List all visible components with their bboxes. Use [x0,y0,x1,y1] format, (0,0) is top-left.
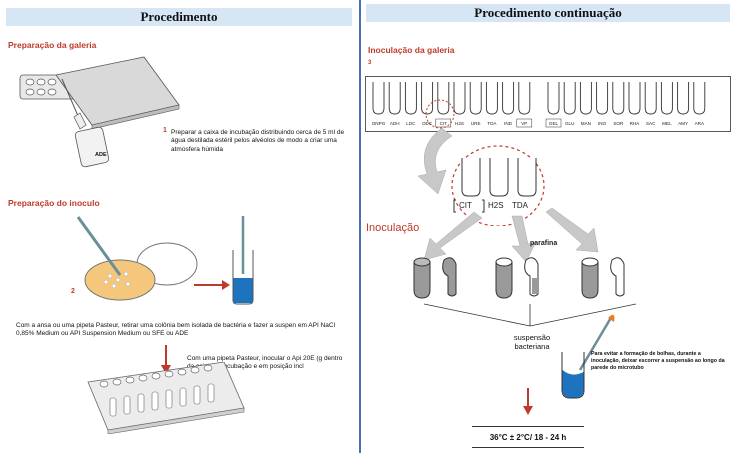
arrow-to-tube [194,280,230,290]
petri-dish-illustration [76,216,198,301]
suspensao-label: suspensão bacteriana [513,333,551,351]
tube-pairs [413,257,625,299]
zoomed-tubes [451,145,545,226]
inoculo-heading: Preparação do inoculo [8,198,100,208]
strip-test-label: CIT [440,121,448,126]
right-panel: Procedimento continuação Inoculação da g… [362,0,735,453]
incubation-box-illustration [19,56,180,168]
strip-test-label: SOR [613,121,624,126]
strip-test-label: ODC [422,121,433,126]
zoom-label-cit: CIT [459,201,472,210]
strip-test-label: ONPG [372,121,386,126]
strip-test-label: SAC [646,121,656,126]
left-header: Procedimento [6,8,352,26]
strip-test-label: ADH [390,121,400,126]
strip-test-label: MEL [662,121,672,126]
parafina-label: parafina [530,240,558,247]
arrow-down-right [523,388,533,415]
api-20e-strip: ONPG ADH LDC ODC CIT H2S URE TDA IND VP GEL GLU MAN I… [365,76,731,132]
strip-tube [677,82,690,115]
strip-tube [453,82,466,115]
curved-zoom-arrow [417,127,453,195]
incubation-text: 36°C ± 2°C/ 18 - 24 h [489,432,567,442]
strip-tube [388,82,401,115]
strip-test-label: VP [521,121,527,126]
strip-tube [502,82,515,115]
step1-text: Preparar a caixa de incubação distribuin… [171,129,345,153]
inoculacao-galeria-heading: Inoculação da galeria [368,45,455,55]
arrow-down-left [161,345,171,374]
step2-text: Com a ansa ou uma pipeta Pasteur, retira… [16,322,336,338]
incubation-box: 36°C ± 2°C/ 18 - 24 h [472,426,584,448]
step3-number: 3 [368,60,372,66]
strip-tube [469,82,482,115]
strip-test-label: GEL [549,121,559,126]
gray-arrows [423,208,599,263]
strip-tube [628,82,641,115]
strip-tube [404,82,417,115]
strip-tube [437,82,450,115]
strip-test-label: IND [504,121,513,126]
zoom-source-circle [425,99,455,129]
strip-test-label: GLU [565,121,574,126]
strip-tube [660,82,673,115]
panel-divider [359,0,361,453]
right-header: Procedimento continuação [366,4,730,22]
strip-test-label: URE [471,121,481,126]
strip-tube [372,82,385,115]
strip-tube [518,82,531,115]
strip-test-label: INO [598,121,607,126]
step2b-text: Com uma pipeta Pasteur, inocular o Api 2… [187,355,343,371]
galeria-heading: Preparação da galeria [8,40,97,50]
strip-test-label: RHA [630,121,641,126]
strip-test-label: H2S [455,121,464,126]
ade-label: ADE [95,152,107,158]
suspension-tube-illustration [232,216,254,305]
step1-number: 1 [163,127,167,134]
strip-tube [579,82,592,115]
strip-label-bracket [516,118,533,128]
strip-tube [596,82,609,115]
strip-tube [485,82,498,115]
strip-tube [644,82,657,115]
note-text: Para evitar a formação de bolhas, durant… [591,351,725,371]
inoculacao-label: Inoculação [366,222,420,234]
strip-test-label: LDC [406,121,416,126]
strip-test-label: TDA [487,121,497,126]
zoom-label-h2s: H2S [488,201,504,210]
left-panel: Procedimento Preparação da galeria ADE 1… [0,0,358,453]
strip-label-bracket [545,118,562,128]
strip-tube [547,82,560,115]
strip-test-label: AMY [678,121,688,126]
zoom-label-tda: TDA [512,201,528,210]
strip-test-label: ARA [695,121,705,126]
suspension-bracket [423,303,637,327]
step2-number: 2 [71,288,75,295]
strip-tube [612,82,625,115]
strip-test-label: MAN [581,121,591,126]
strip-tube [693,82,706,115]
microtube-pipette [561,314,615,399]
strip-tube [563,82,576,115]
strip-tube [421,82,434,115]
api-strip-box-illustration [87,362,245,434]
